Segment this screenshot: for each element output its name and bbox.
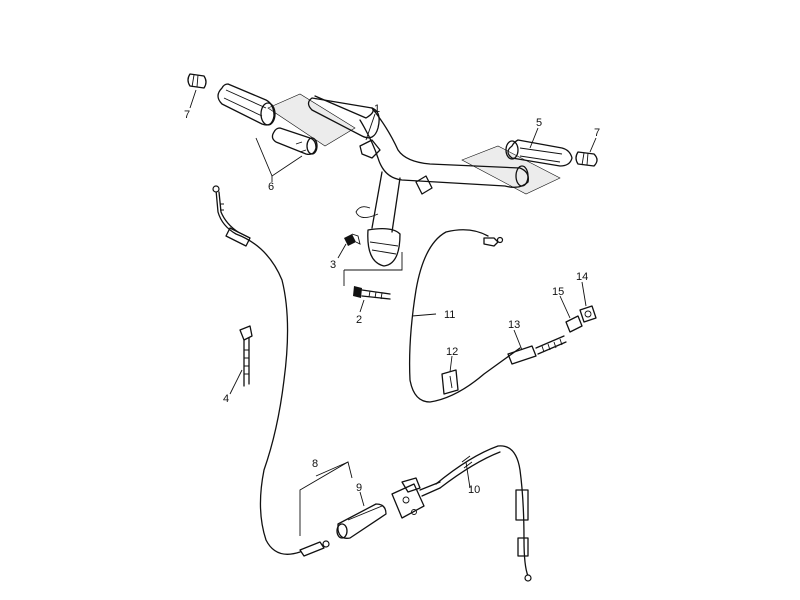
label-part-13: 13: [508, 319, 520, 331]
label-part-6: 6: [268, 181, 274, 193]
label-part-7-right: 7: [594, 127, 600, 139]
bar-end-left: [187, 73, 207, 89]
cable-adjuster: [507, 335, 567, 365]
label-part-15: 15: [552, 286, 564, 298]
nut-part-14: [579, 305, 597, 323]
label-part-14: 14: [576, 271, 588, 283]
nut-part-3: [344, 233, 361, 246]
label-part-9: 9: [356, 482, 362, 494]
label-part-12: 12: [446, 346, 458, 358]
label-part-2: 2: [356, 314, 362, 326]
cable-tie: [239, 325, 253, 387]
bolt-part-2: [353, 286, 391, 300]
label-part-11: 11: [444, 309, 455, 321]
bushing-part-15: [565, 315, 583, 333]
throttle-cable-left: [212, 185, 330, 557]
bar-end-right: [575, 151, 598, 167]
part-labels: 1 2 3 4 5 6 7 7 8 9 10 11 12 13 14 15: [184, 103, 600, 496]
label-part-5: 5: [536, 117, 542, 129]
left-grip-assembly: [217, 83, 318, 156]
label-part-4: 4: [223, 393, 229, 405]
throttle-housing: [391, 477, 441, 519]
label-part-1: 1: [374, 103, 380, 115]
label-part-8: 8: [312, 458, 318, 470]
handlebar: [267, 93, 561, 267]
throttle-grip-tube: [336, 503, 387, 539]
label-part-7-left: 7: [184, 109, 190, 121]
choke-cable: [408, 229, 521, 403]
label-part-10: 10: [468, 484, 480, 496]
throttle-cable-right: [435, 445, 532, 582]
label-part-3: 3: [330, 259, 336, 271]
right-grip-assembly: [505, 139, 573, 167]
cable-bracket: [441, 369, 459, 395]
leader-lines: [189, 89, 597, 536]
